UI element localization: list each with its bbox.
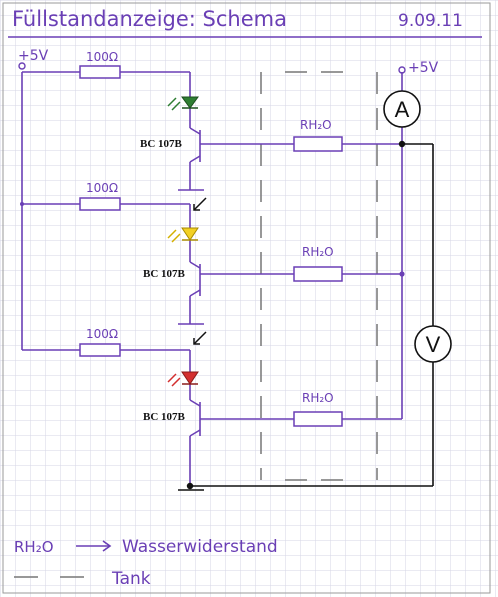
ammeter-label: A (395, 97, 410, 122)
page-title: Füllstandanzeige: Schema (12, 7, 287, 31)
supply-left-terminal (18, 62, 26, 70)
supply-right-terminal (398, 66, 406, 74)
water-resistor-3-label: RH₂O (302, 391, 334, 405)
page-border (2, 2, 491, 594)
legend-water-text: Wasserwiderstand (122, 537, 278, 557)
supply-right-label: +5V (408, 60, 439, 76)
led-red (167, 371, 199, 387)
resistor-2-label: 100Ω (86, 181, 118, 195)
legend-water-symbol: RH₂O (14, 538, 54, 556)
voltmeter (414, 325, 452, 363)
resistor-3 (79, 343, 121, 357)
resistor-3-label: 100Ω (86, 327, 118, 341)
voltmeter-wiring (178, 143, 434, 491)
supply-left-label: +5V (18, 48, 49, 64)
voltmeter-label: V (426, 332, 441, 357)
transistor-3-label: BC 107B (143, 411, 186, 423)
wiring (21, 71, 403, 486)
resistor-2 (79, 197, 121, 211)
legend-arrow-head (102, 540, 112, 552)
led-green (167, 96, 199, 111)
junction-dot (20, 202, 24, 206)
pointer-arrow (193, 331, 207, 345)
junction-dot (186, 482, 194, 490)
date-label: 9.09.11 (398, 11, 463, 31)
legend: RH₂O Wasserwiderstand Tank (14, 537, 278, 589)
ammeter (383, 90, 421, 128)
water-resistor-2-label: RH₂O (302, 245, 334, 259)
transistor-1-label: BC 107B (140, 138, 183, 150)
resistor-1 (79, 65, 121, 79)
water-resistor-2 (293, 266, 343, 282)
resistor-1-label: 100Ω (86, 50, 118, 64)
transistor-2-label: BC 107B (143, 268, 186, 280)
junction-dot (399, 271, 405, 277)
led-yellow (167, 227, 199, 243)
pointer-arrow (193, 197, 207, 211)
junction-dot (398, 140, 406, 148)
water-resistor-1-label: RH₂O (300, 118, 332, 132)
water-resistor-3 (293, 411, 343, 427)
water-resistor-1 (293, 136, 343, 152)
legend-tank-text: Tank (111, 569, 151, 589)
tank-outline (260, 71, 378, 481)
